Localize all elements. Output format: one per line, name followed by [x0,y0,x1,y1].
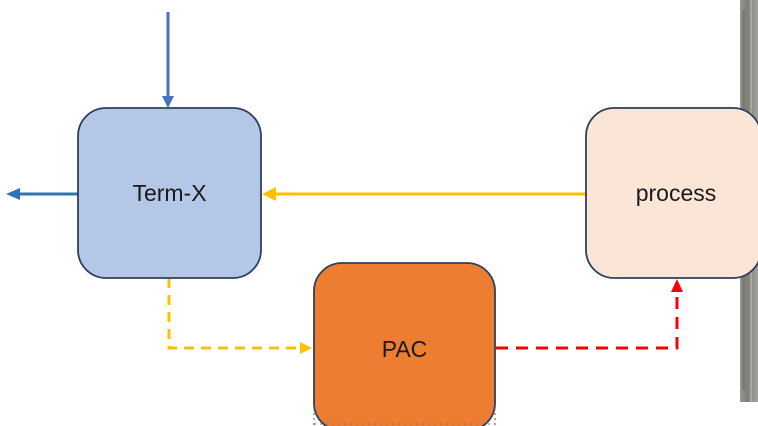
pac-node: PAC [313,262,496,426]
pac-label: PAC [382,336,428,362]
output-arrow [6,188,78,200]
term-x-node: Term-X [77,107,262,279]
dotted-fragment [313,408,496,426]
input-arrow [162,12,174,108]
term-x-to-pac-dashed-arrow [167,278,312,354]
process-node: process [585,107,758,279]
process-to-term-x-arrow [262,187,586,201]
pac-to-process-dashed-arrow [496,279,683,350]
process-label: process [636,180,717,206]
term-x-label: Term-X [132,180,206,206]
